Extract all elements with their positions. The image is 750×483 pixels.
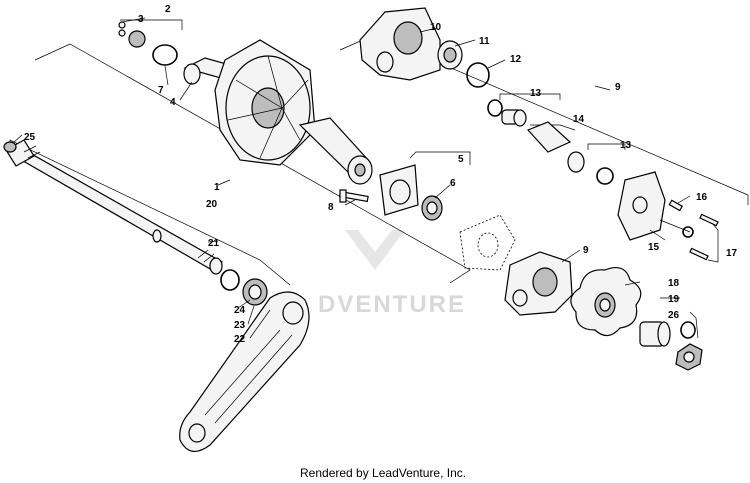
bearing-stack [487, 99, 614, 185]
callout-11: 11 [479, 36, 490, 47]
callout-17: 17 [726, 248, 738, 259]
callout-15: 15 [648, 242, 660, 253]
bearing-housing-lower [504, 251, 573, 316]
watermark: DVENTURE [318, 230, 466, 318]
callout-26: 26 [668, 310, 680, 321]
callout-14: 14 [573, 114, 585, 125]
shaft-collar [3, 141, 17, 153]
callout-18: 18 [668, 278, 680, 289]
callout-12: 12 [510, 54, 522, 65]
callout-1: 1 [214, 182, 220, 193]
end-parts [639, 321, 703, 371]
seal-plate [379, 164, 443, 221]
callout-22: 22 [234, 334, 246, 345]
callout-3: 3 [138, 14, 144, 25]
shaft-bearing [220, 269, 268, 306]
callout-19: 19 [668, 294, 680, 305]
idler-arm [179, 291, 310, 452]
footer-credit: Rendered by LeadVenture, Inc. [300, 466, 466, 480]
sprocket-plate [570, 267, 642, 337]
bolt [338, 189, 369, 203]
axle-shaft [5, 139, 224, 275]
hub-parts [118, 21, 178, 66]
callout-10: 10 [430, 22, 442, 33]
callout-25: 25 [24, 132, 36, 143]
callout-5: 5 [458, 154, 464, 165]
callout-8: 8 [328, 202, 334, 213]
callout-16: 16 [696, 192, 708, 203]
watermark-text: DVENTURE [318, 291, 466, 318]
bearing-housing-upper [359, 7, 490, 88]
callouts: 1 2 3 4 5 6 7 8 9 9 10 11 12 13 13 14 15… [24, 4, 738, 345]
leader-lines [13, 17, 691, 339]
callout-2: 2 [165, 4, 171, 15]
callout-7: 7 [158, 85, 164, 96]
gasket [459, 214, 516, 271]
callout-20: 20 [206, 199, 218, 210]
callout-9-lower: 9 [583, 245, 589, 256]
tensioner-bracket [617, 171, 719, 261]
callout-4: 4 [170, 97, 176, 108]
callout-9-upper: 9 [615, 82, 621, 93]
callout-21: 21 [208, 238, 220, 249]
callout-23: 23 [234, 320, 246, 331]
drive-sprocket [183, 39, 373, 185]
callout-13-upper: 13 [530, 88, 542, 99]
callout-13-lower: 13 [620, 140, 632, 151]
callout-24: 24 [234, 305, 246, 316]
callout-6: 6 [450, 178, 456, 189]
